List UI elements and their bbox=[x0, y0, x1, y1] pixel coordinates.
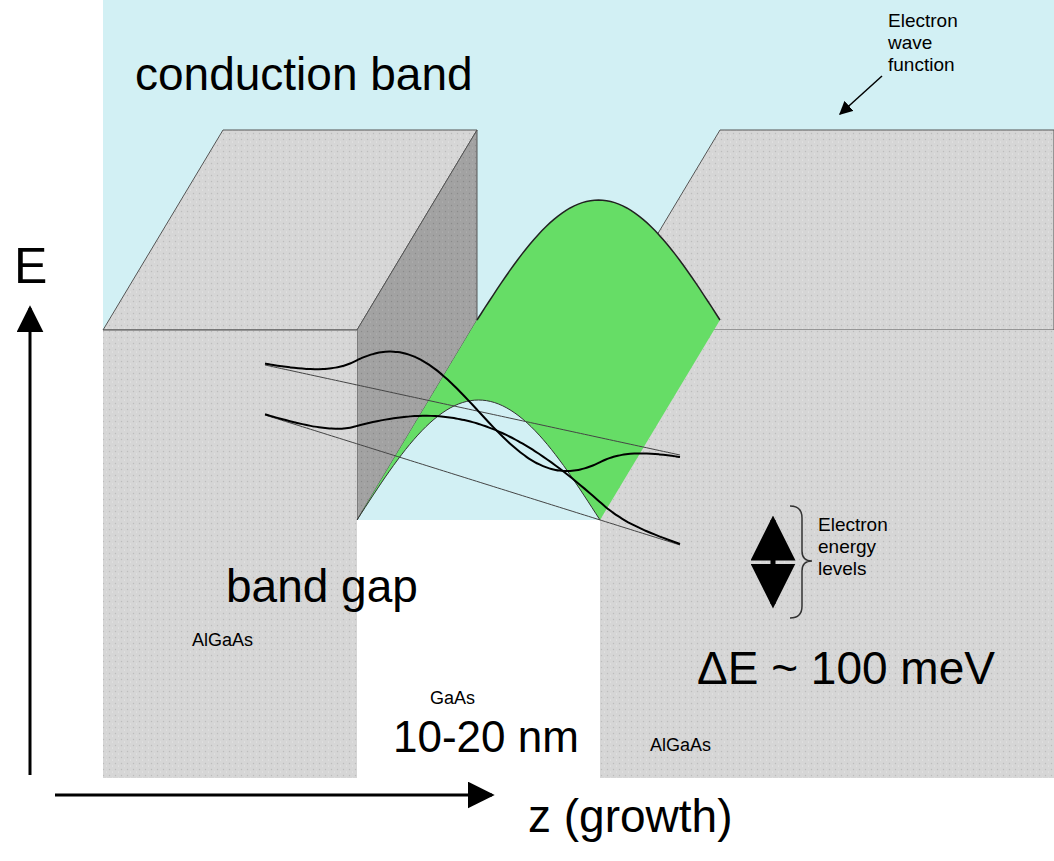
well-front bbox=[357, 520, 600, 778]
dimension-label: 10-20 nm bbox=[393, 712, 579, 763]
energy-level-line bbox=[265, 365, 680, 455]
wave-function-edge bbox=[477, 200, 720, 320]
axis-label: E bbox=[14, 238, 47, 296]
axis-label: z (growth) bbox=[528, 790, 732, 843]
material-label: AlGaAs bbox=[650, 735, 711, 756]
material-label: GaAs bbox=[430, 688, 475, 709]
wave-function-curve bbox=[265, 352, 680, 471]
callout-label: Electron energy levels bbox=[818, 514, 918, 580]
material-label: AlGaAs bbox=[192, 630, 253, 651]
leader-arrow bbox=[840, 76, 882, 114]
wave-function-curve bbox=[265, 414, 680, 544]
band-label: band gap bbox=[226, 560, 418, 613]
barrier-edge bbox=[103, 330, 357, 331]
delta-e-arrow bbox=[771, 520, 776, 604]
growth-axis bbox=[55, 794, 492, 797]
level-bracket bbox=[790, 506, 812, 618]
energy-axis bbox=[29, 308, 32, 775]
band-label: conduction band bbox=[135, 48, 473, 101]
background-panel bbox=[103, 0, 1054, 778]
energy-label: ΔE ~ 100 meV bbox=[697, 642, 995, 695]
left-barrier-front bbox=[103, 330, 357, 778]
energy-level-line bbox=[265, 415, 680, 545]
left-barrier-wall bbox=[357, 130, 477, 520]
wave-function-surface bbox=[357, 200, 720, 520]
callout-label: Electron wave function bbox=[888, 10, 988, 76]
